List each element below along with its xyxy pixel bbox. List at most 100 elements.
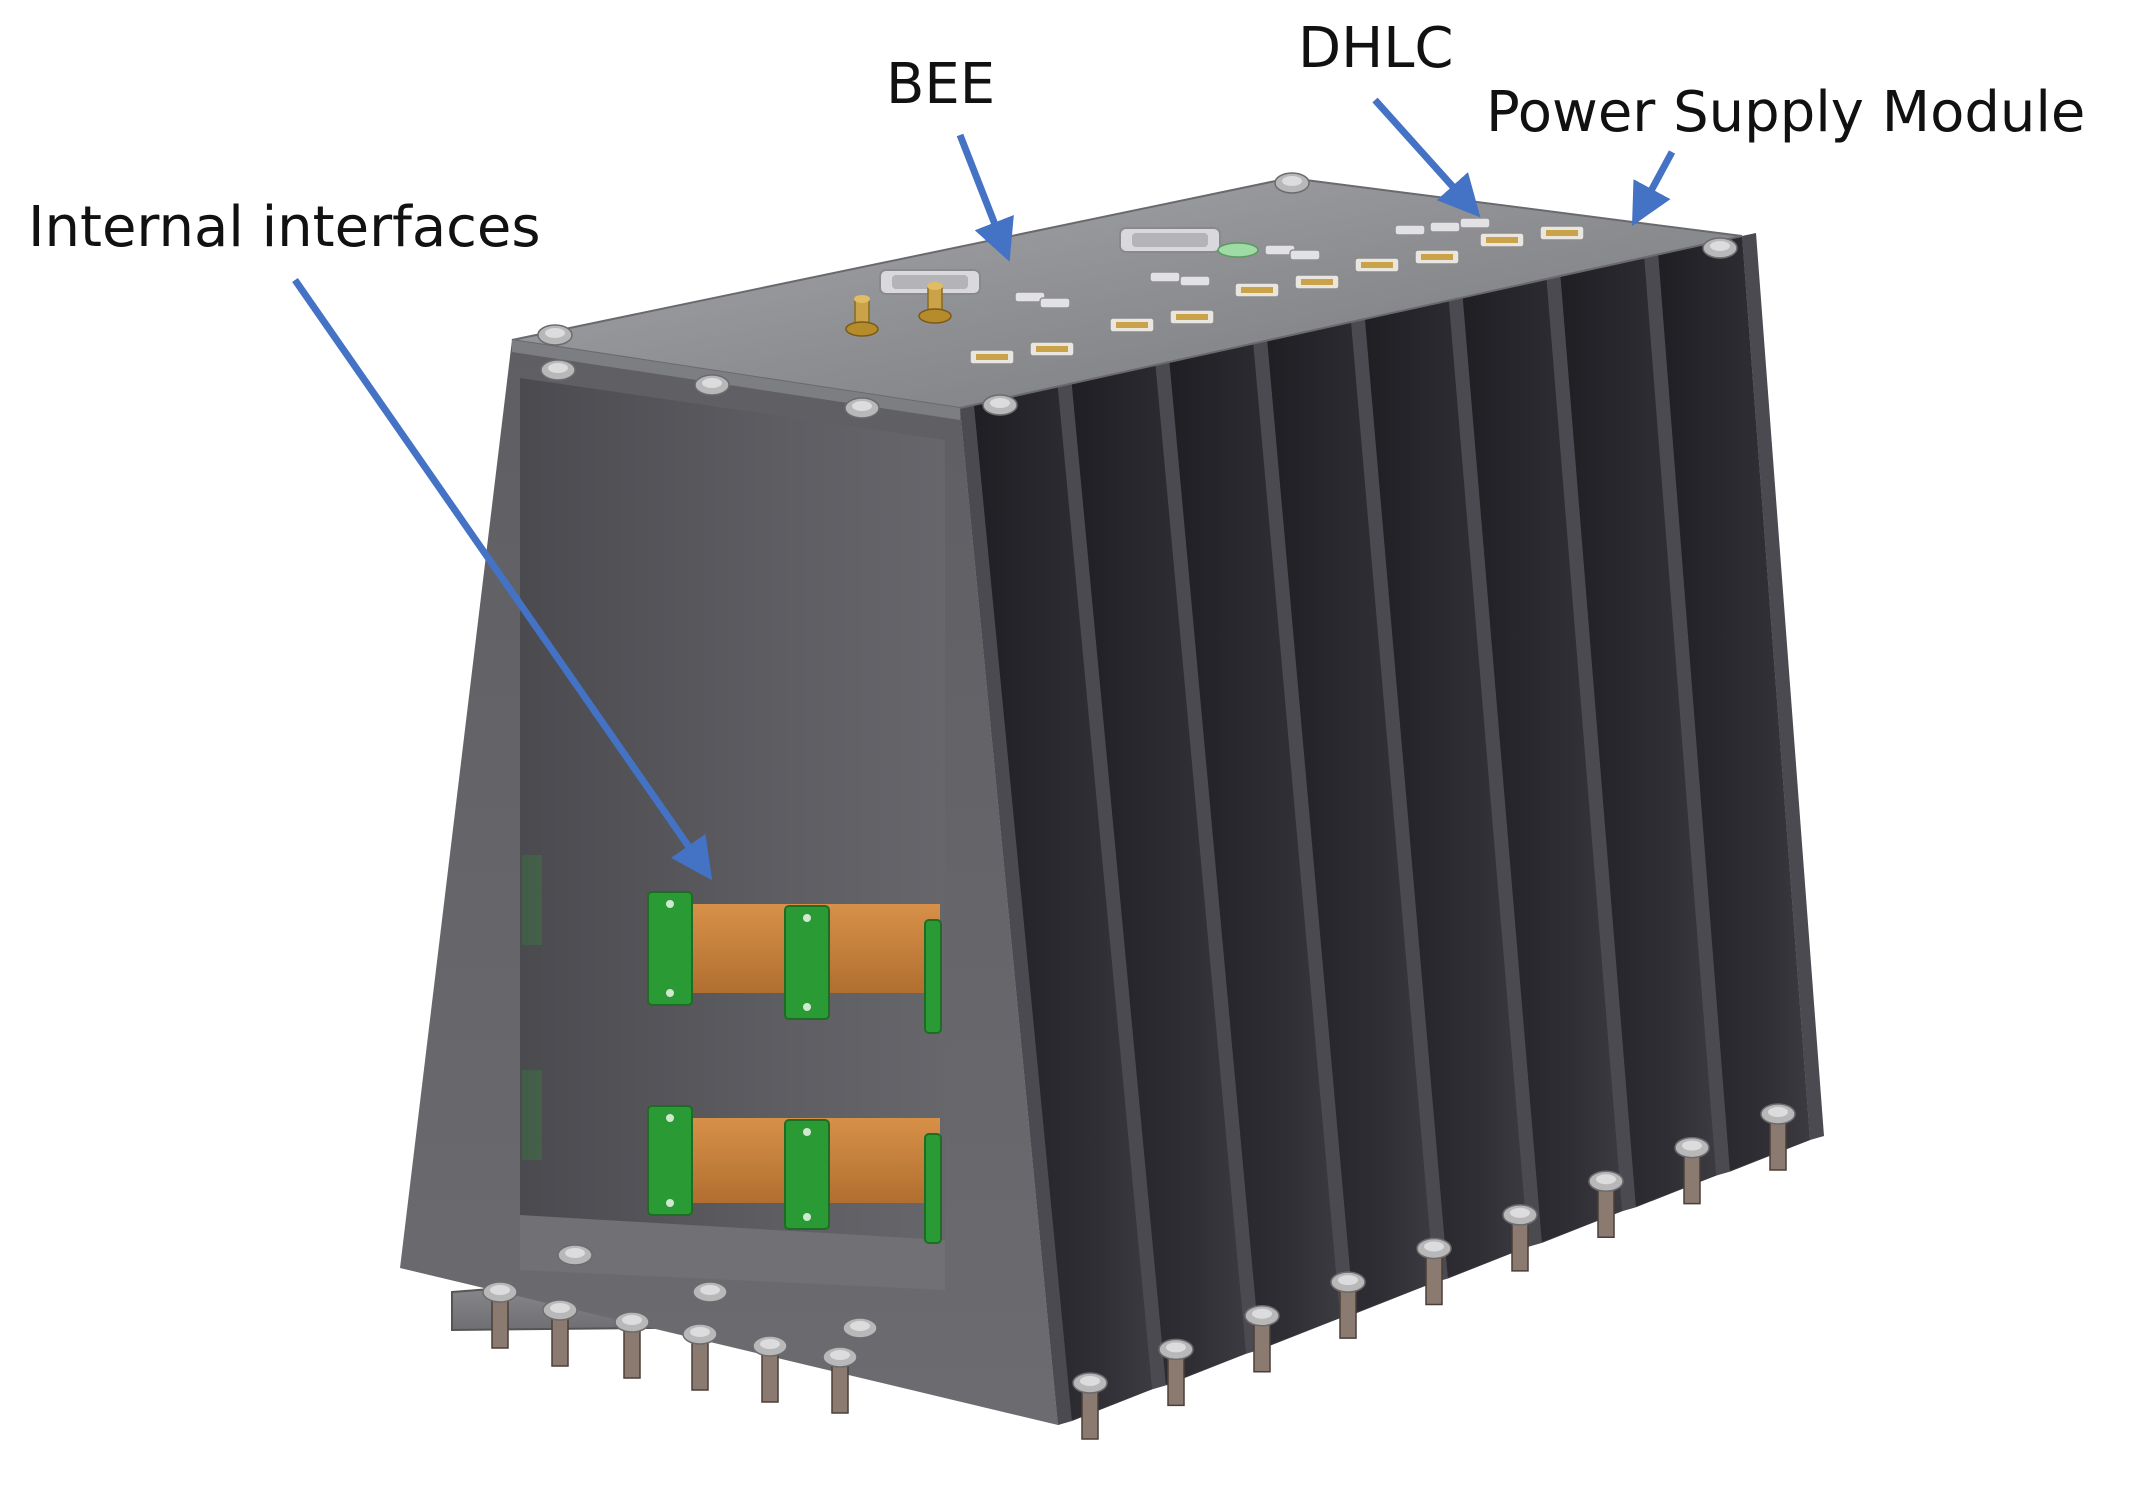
rib-fin <box>1546 276 1636 1212</box>
bracket <box>1039 297 1071 309</box>
pcb-clip <box>784 1119 830 1230</box>
bolt-highlight <box>852 401 872 411</box>
housing <box>400 176 1824 1425</box>
rib-panel <box>1071 365 1246 1386</box>
micro-connector-pins <box>1486 237 1518 243</box>
bracket <box>1459 217 1491 229</box>
bolt-shaft <box>1597 1184 1615 1238</box>
bolt-highlight <box>1282 176 1302 186</box>
power-supply-arrow <box>1632 150 1676 227</box>
rib-fin <box>1155 362 1260 1354</box>
clip-screw <box>803 914 811 922</box>
bolt-highlight <box>690 1327 710 1337</box>
bolt-highlight <box>1510 1207 1530 1218</box>
sma-connector-base <box>845 321 879 337</box>
rib-panel <box>974 386 1152 1421</box>
bolt-highlight <box>545 328 565 338</box>
bolt-shaft <box>761 1349 779 1403</box>
dsub-shell <box>1132 233 1208 247</box>
bolt-shaft <box>831 1360 849 1414</box>
callout-labels: BEE DHLC Power Supply Module Internal in… <box>28 16 2085 260</box>
bolt-shaft <box>551 1313 569 1367</box>
ribs <box>960 233 1824 1425</box>
bolt-highlight <box>1768 1107 1788 1117</box>
internal-interfaces-label: Internal interfaces <box>28 195 541 260</box>
dsub-shell <box>892 275 968 289</box>
pcb-clip <box>784 905 830 1020</box>
internal-interfaces-arrow <box>292 278 713 881</box>
dhlc-arrow <box>1372 97 1481 218</box>
rib-fin <box>1253 340 1354 1319</box>
clip-screw <box>803 1213 811 1221</box>
bolt-highlight <box>1596 1174 1616 1185</box>
internal-interfaces <box>522 855 942 1244</box>
rib-fin <box>1351 319 1448 1283</box>
sma-connector-tip <box>927 282 943 290</box>
micro-connector-pins <box>1301 279 1333 285</box>
bolt-shaft <box>1511 1218 1529 1272</box>
bolt-highlight <box>550 1303 570 1313</box>
bee-label: BEE <box>886 52 995 117</box>
bracket <box>1149 271 1181 283</box>
rib-fin <box>1057 383 1166 1390</box>
bracket <box>1394 224 1426 236</box>
pcb-clip <box>924 919 942 1034</box>
rib-fin <box>1448 297 1542 1247</box>
rib-fin <box>1644 254 1730 1176</box>
sma-connector-tip <box>854 295 870 303</box>
side-pcb-hint <box>522 1070 542 1160</box>
clip-screw <box>666 989 674 997</box>
bolt-highlight <box>1080 1376 1100 1386</box>
micro-connector-pins <box>976 354 1008 360</box>
micro-connector-pins <box>1421 254 1453 260</box>
rib-panel <box>1365 300 1528 1279</box>
bolt-highlight <box>622 1315 642 1325</box>
bolt-highlight <box>700 1285 720 1295</box>
pcb-clip <box>924 1133 942 1244</box>
rib-panel <box>1462 279 1622 1243</box>
clip-screw <box>666 1114 674 1122</box>
bolt-shaft <box>691 1337 709 1391</box>
bolt-highlight <box>490 1285 510 1295</box>
rib-panel <box>1169 343 1340 1350</box>
micro-connector-pins <box>1176 314 1208 320</box>
bolt-shaft <box>1683 1150 1701 1205</box>
bolt-highlight <box>702 378 722 388</box>
rib-panel <box>1658 236 1810 1172</box>
bolt-highlight <box>548 363 568 373</box>
bolt-shaft <box>1425 1251 1443 1306</box>
bolts <box>482 172 1796 1440</box>
bolt-highlight <box>1338 1275 1358 1286</box>
pcb-clip <box>647 891 693 1006</box>
micro-connector-pins <box>1116 322 1148 328</box>
dhlc-label: DHLC <box>1298 16 1454 81</box>
pcb-clip <box>647 1105 693 1216</box>
callout-arrows <box>292 97 1676 881</box>
bolt-highlight <box>1682 1140 1702 1151</box>
bolt-shaft <box>1081 1386 1099 1440</box>
bolt-highlight <box>760 1339 780 1349</box>
clip-screw <box>666 900 674 908</box>
bolt-shaft <box>1167 1352 1185 1407</box>
bolt-highlight <box>565 1248 585 1258</box>
bracket <box>1014 291 1046 303</box>
bolt-highlight <box>1252 1308 1272 1319</box>
micro-connector-pins <box>1546 230 1578 236</box>
inner-recess <box>520 378 945 1272</box>
status-led <box>1217 242 1259 258</box>
bracket <box>1179 275 1211 287</box>
bolt-highlight <box>990 398 1010 408</box>
bolt-highlight <box>1710 241 1730 251</box>
bolt-shaft <box>623 1325 641 1379</box>
bolt-shaft <box>491 1295 509 1349</box>
bolt-highlight <box>830 1350 850 1360</box>
bolt-highlight <box>1424 1241 1444 1252</box>
rib-panel <box>1560 257 1716 1208</box>
power-supply-module-label: Power Supply Module <box>1486 80 2085 145</box>
bracket <box>1289 249 1321 261</box>
rib-panel <box>1267 322 1434 1315</box>
bolt-shaft <box>1253 1319 1271 1373</box>
micro-connector-pins <box>1241 287 1273 293</box>
bolt-highlight <box>850 1321 870 1331</box>
